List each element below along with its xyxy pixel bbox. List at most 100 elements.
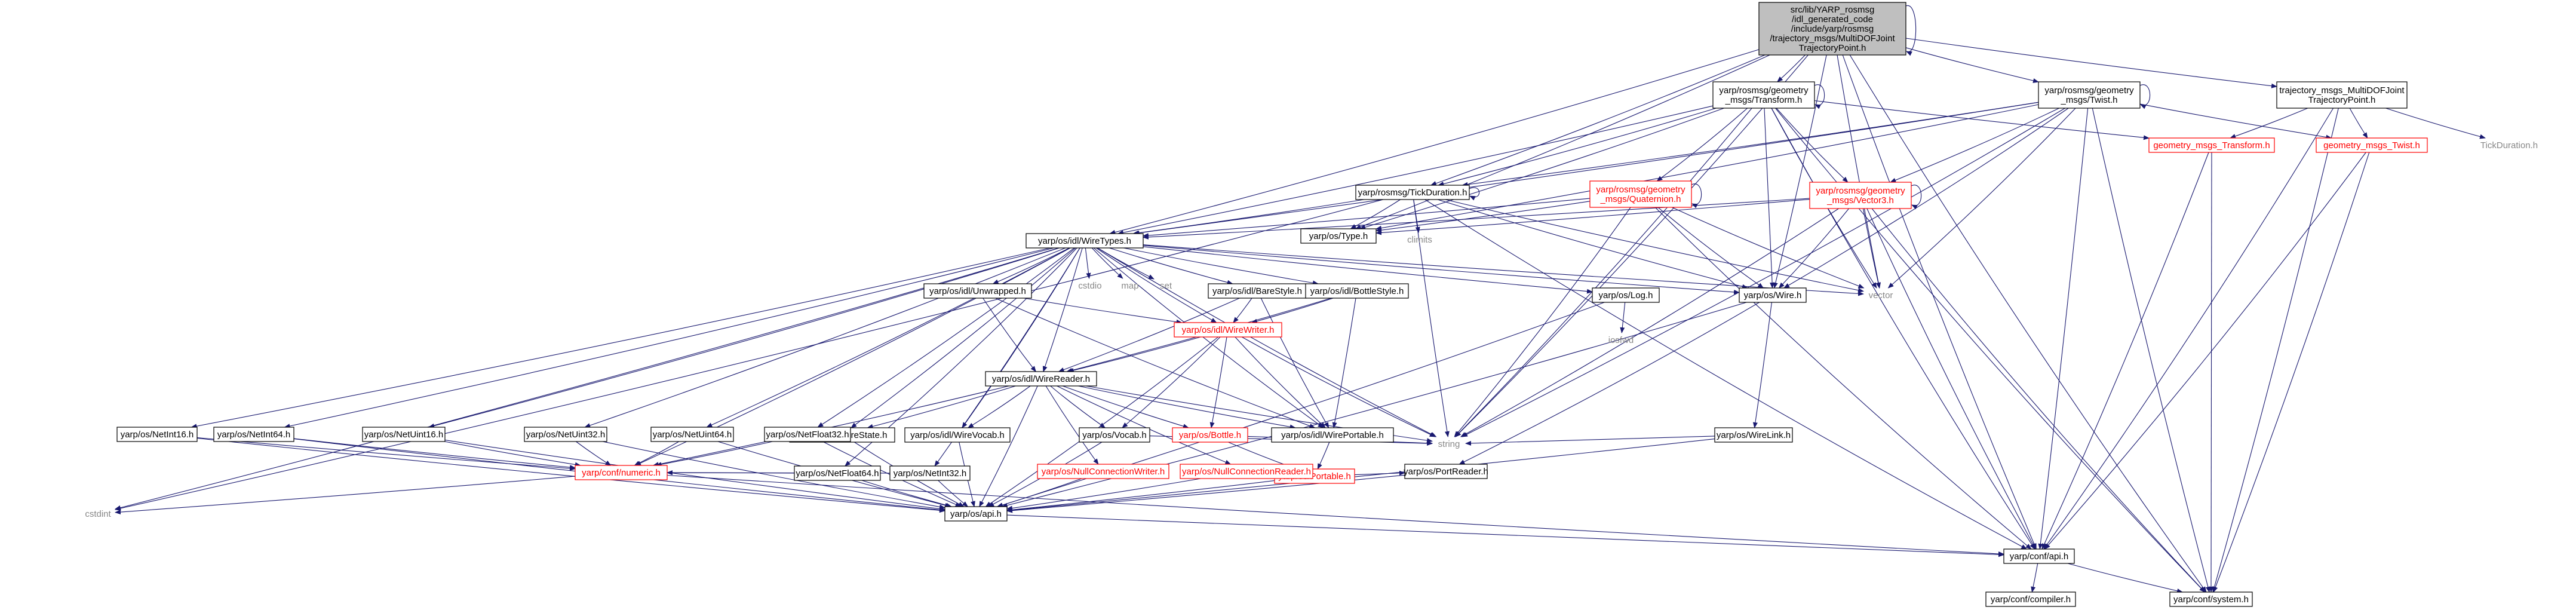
node-quaternion[interactable]: yarp/rosmsg/geometry_msgs/Quaternion.h — [1589, 180, 1692, 208]
node-box — [923, 283, 1032, 299]
edge-geometry-transform-to-geo-transform-h — [1814, 100, 2150, 140]
node-os-wire[interactable]: yarp/os/Wire.h — [1739, 287, 1807, 303]
node-os-api[interactable]: yarp/os/api.h — [944, 506, 1008, 522]
edge-root-to-os-wire — [1773, 54, 1827, 289]
node-box — [1714, 427, 1793, 443]
node-wirereader[interactable]: yarp/os/idl/WireReader.h — [985, 371, 1097, 387]
node-nullconnreader[interactable]: yarp/os/NullConnectionReader.h — [1180, 464, 1313, 479]
node-netuint64[interactable]: yarp/os/NetUint64.h — [650, 427, 734, 442]
node-label-line: cstdint — [85, 509, 111, 519]
node-box — [1809, 182, 1912, 209]
node-geometry-transform[interactable]: yarp/rosmsg/geometry_msgs/Transform.h — [1712, 81, 1815, 109]
node-tickduration[interactable]: yarp/rosmsg/TickDuration.h — [1355, 185, 1470, 200]
edge-geo-twist-h-to-conf-system — [2213, 152, 2370, 593]
node-nullconnwriter[interactable]: yarp/os/NullConnectionWriter.h — [1037, 464, 1169, 479]
edge-geometry-twist-to-string — [1462, 108, 2065, 437]
node-label-line: /include/yarp/rosmsg — [1791, 24, 1874, 34]
node-box — [1300, 228, 1377, 244]
node-netint16[interactable]: yarp/os/NetInt16.h — [116, 427, 198, 442]
edge-trajectory-msgs-point-to-conf-system — [2212, 108, 2339, 593]
node-netfloat64[interactable]: yarp/os/NetFloat64.h — [794, 465, 881, 481]
node-os-vocab[interactable]: yarp/os/Vocab.h — [1079, 427, 1150, 443]
edge-geo-transform-h-to-conf-system — [2209, 152, 2214, 593]
node-label-line: yarp/conf/api.h — [2010, 551, 2068, 562]
node-wirevocab[interactable]: yarp/os/idl/WireVocab.h — [904, 427, 1011, 443]
node-box — [1985, 591, 2076, 607]
node-label-line: yarp/os/idl/BareStyle.h — [1212, 286, 1302, 296]
edge-tickduration-to-string — [1413, 199, 1450, 437]
node-set: set — [1160, 281, 1172, 291]
node-geometry-twist[interactable]: yarp/rosmsg/geometry_msgs/Twist.h — [2038, 81, 2141, 109]
node-box — [1404, 464, 1488, 479]
node-netint64[interactable]: yarp/os/NetInt64.h — [213, 427, 294, 442]
node-label-line: yarp/os/NetUint32.h — [526, 430, 606, 440]
node-os-type[interactable]: yarp/os/Type.h — [1300, 228, 1377, 244]
node-wireportable[interactable]: yarp/os/idl/WirePortable.h — [1271, 427, 1394, 443]
edge-quaternion-to-quaternion — [1691, 183, 1702, 209]
node-string: string — [1438, 439, 1460, 449]
node-label-line: yarp/conf/system.h — [2173, 594, 2249, 605]
node-root[interactable]: src/lib/YARP_rosmsg/idl_generated_code/i… — [1758, 2, 1906, 56]
edge-geo-transform-h-to-conf-api — [2041, 152, 2209, 550]
edge-numeric-to-conf-api — [667, 474, 2004, 557]
edge-netuint32-to-os-api — [602, 441, 945, 510]
edge-geometry-twist-to-conf-system — [2092, 108, 2210, 593]
node-os-bottle[interactable]: yarp/os/Bottle.h — [1172, 427, 1248, 443]
node-label-line: _msgs/Transform.h — [1725, 95, 1803, 105]
node-box — [2316, 137, 2428, 153]
node-geo-twist-h[interactable]: geometry_msgs_Twist.h — [2316, 137, 2428, 153]
node-conf-api[interactable]: yarp/conf/api.h — [2003, 548, 2075, 564]
edge-vector3-to-vector — [1862, 208, 1881, 289]
edge-wirereader-to-os-api — [979, 385, 1038, 507]
edge-vector3-to-wiretypes — [1143, 198, 1810, 240]
node-netuint32[interactable]: yarp/os/NetUint32.h — [524, 427, 607, 442]
edge-quaternion-to-string — [1454, 207, 1631, 437]
edge-wirewriter-to-string — [1241, 336, 1436, 437]
node-label-line: _msgs/Quaternion.h — [1599, 194, 1681, 204]
node-wiretypes[interactable]: yarp/os/idl/WireTypes.h — [1026, 233, 1144, 249]
node-bottlestyle[interactable]: yarp/os/idl/BottleStyle.h — [1305, 283, 1409, 299]
node-netuint16[interactable]: yarp/os/NetUint16.h — [362, 427, 446, 442]
edge-geometry-twist-to-geometry-twist — [2139, 84, 2151, 109]
node-netint32[interactable]: yarp/os/NetInt32.h — [889, 465, 971, 481]
node-unwrapped[interactable]: yarp/os/idl/Unwrapped.h — [923, 283, 1032, 299]
edge-root-to-string — [1455, 54, 1809, 437]
node-netfloat32[interactable]: yarp/os/NetFloat32.h — [764, 427, 851, 442]
node-vector3[interactable]: yarp/rosmsg/geometry_msgs/Vector3.h — [1809, 182, 1912, 209]
node-geo-transform-h[interactable]: geometry_msgs_Transform.h — [2148, 137, 2275, 153]
edge-tickduration-to-wiretypes — [1132, 199, 1364, 235]
node-label-line: yarp/os/PortReader.h — [1404, 467, 1488, 477]
node-conf-compiler[interactable]: yarp/conf/compiler.h — [1985, 591, 2076, 607]
edge-tickduration-to-vector — [1445, 199, 1864, 293]
edge-wirelink-to-string — [1465, 436, 1715, 446]
node-box — [1180, 464, 1313, 479]
node-barestyle[interactable]: yarp/os/idl/BareStyle.h — [1208, 283, 1307, 299]
node-portreader[interactable]: yarp/os/PortReader.h — [1404, 464, 1488, 479]
node-wirewriter[interactable]: yarp/os/idl/WireWriter.h — [1174, 322, 1282, 338]
node-label-line: yarp/os/NullConnectionWriter.h — [1042, 467, 1165, 477]
edge-wiretypes-to-os-wire — [1143, 245, 1740, 295]
node-vector: vector — [1869, 290, 1893, 301]
node-label-line: string — [1438, 439, 1460, 449]
edge-wireportable-to-os-portable — [1317, 442, 1330, 470]
node-label-line: yarp/os/idl/WireVocab.h — [910, 430, 1005, 440]
edge-quaternion-to-os-type — [1375, 201, 1591, 233]
node-wirelink[interactable]: yarp/os/WireLink.h — [1714, 427, 1793, 443]
node-label-line: yarp/os/idl/BottleStyle.h — [1310, 286, 1404, 296]
edge-layer — [115, 5, 2486, 593]
edge-geometry-transform-to-tickduration — [1438, 108, 1717, 186]
edge-quaternion-to-conf-api — [1654, 207, 2032, 550]
edge-wiretypes-to-cstdio — [1085, 247, 1091, 279]
node-conf-system[interactable]: yarp/conf/system.h — [2169, 591, 2253, 607]
node-label-line: yarp/rosmsg/geometry — [1719, 85, 1809, 96]
node-trajectory-msgs-point[interactable]: trajectory_msgs_MultiDOFJointTrajectoryP… — [2276, 81, 2408, 109]
node-box — [1758, 2, 1906, 56]
node-box — [2003, 548, 2075, 564]
node-label-line: yarp/os/NetUint16.h — [364, 430, 444, 440]
node-numeric[interactable]: yarp/conf/numeric.h — [575, 465, 668, 480]
node-label-line: yarp/os/NetFloat32.h — [766, 430, 849, 440]
node-label-line: TrajectoryPoint.h — [1799, 43, 1866, 53]
edge-wirewriter-to-os-vocab — [1122, 336, 1221, 428]
node-os-log[interactable]: yarp/os/Log.h — [1592, 287, 1660, 303]
edge-wirewriter-to-os-api — [985, 336, 1218, 507]
